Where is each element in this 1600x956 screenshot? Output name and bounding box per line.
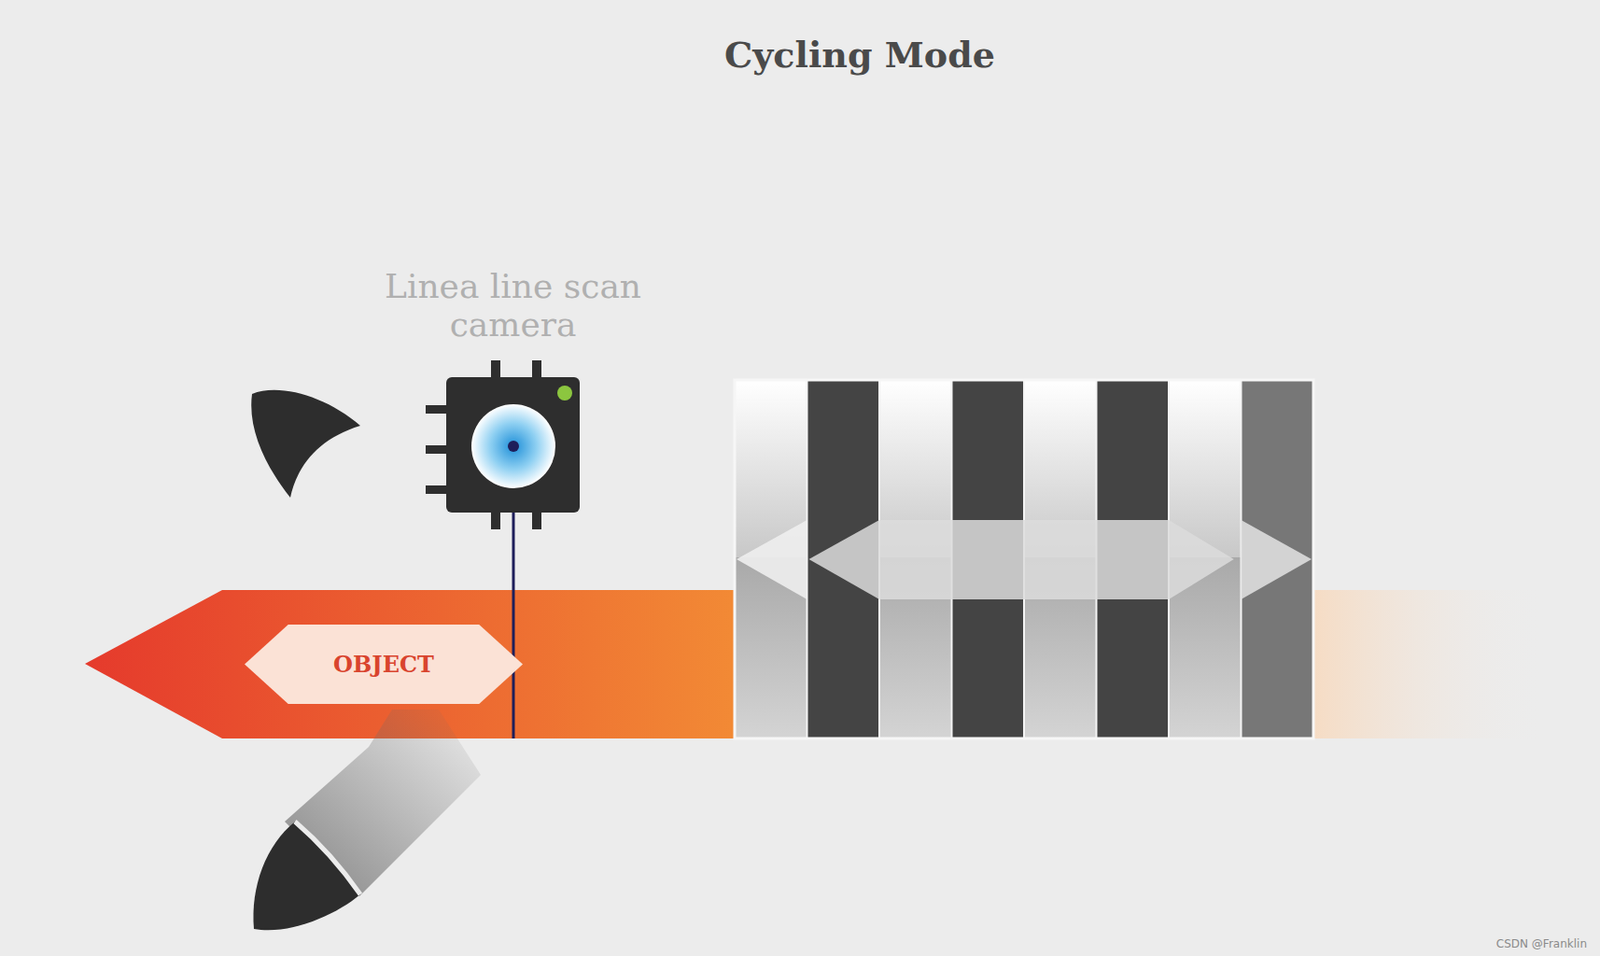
eye-bottom — [252, 821, 361, 930]
camera-housing — [446, 377, 580, 513]
band-arrow — [809, 519, 1235, 600]
fade-band — [1313, 589, 1547, 739]
camera-body — [446, 377, 580, 513]
stripe-frame — [734, 379, 1314, 739]
camera-label: Linea line scan camera — [373, 266, 654, 344]
eye-lid — [294, 821, 361, 895]
band-arrow — [1241, 519, 1313, 600]
eye-top — [251, 390, 361, 498]
line-stripes — [734, 379, 1314, 739]
diagram-title: Cycling Mode — [0, 33, 1600, 76]
camera-node: Linea line scan camera — [446, 377, 580, 513]
status-led — [557, 385, 573, 401]
hexagon-shape — [244, 624, 523, 704]
object-node: OBJECT — [244, 624, 523, 704]
watermark: CSDN @Franklin — [1496, 937, 1587, 951]
band-arrow — [736, 519, 808, 600]
lens-center — [507, 440, 520, 452]
dark-stripe — [1241, 379, 1315, 739]
object-label: OBJECT — [333, 650, 435, 678]
camera-lens — [471, 404, 556, 489]
